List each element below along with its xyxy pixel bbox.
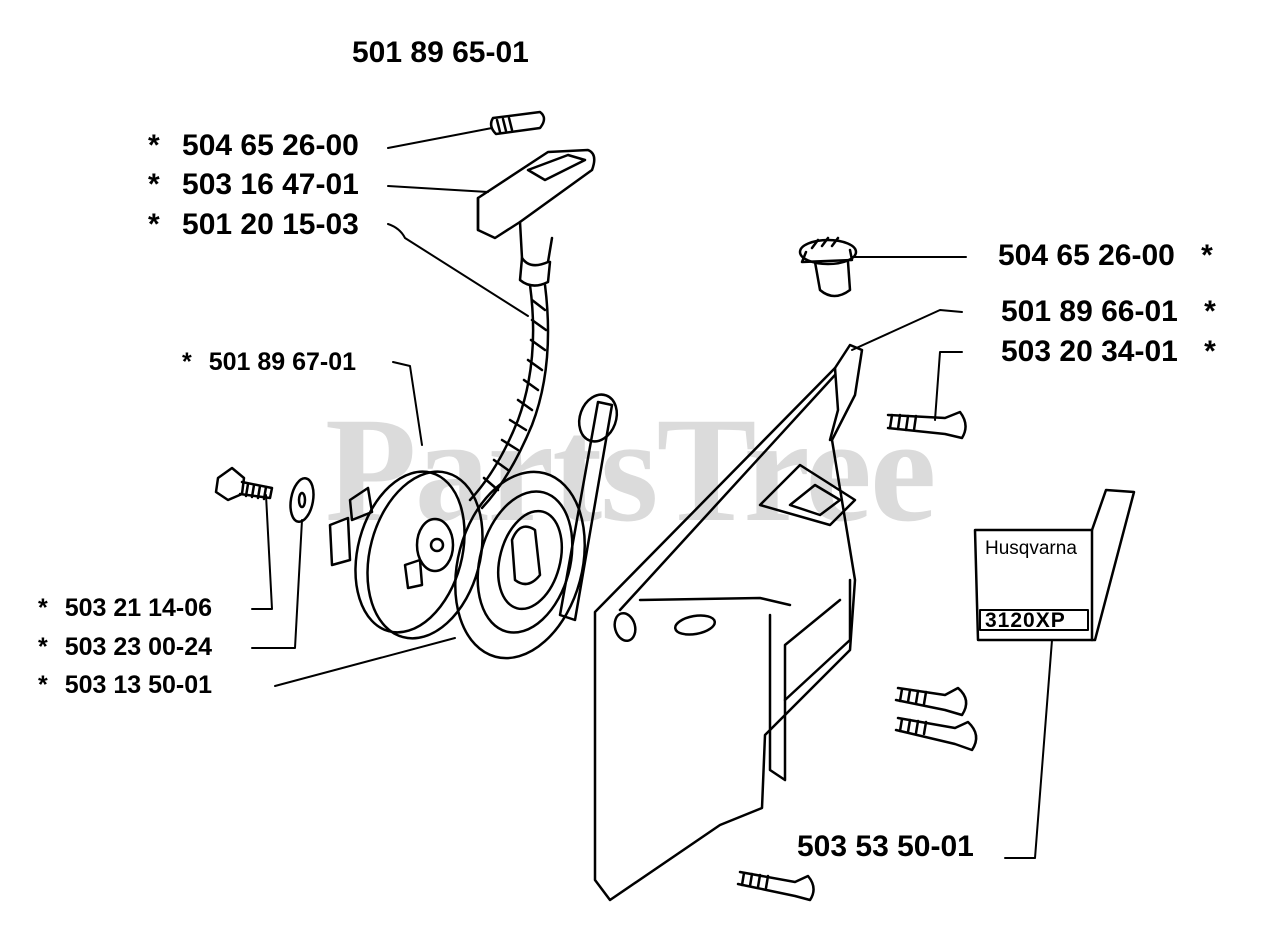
leader-washer: [251, 519, 303, 649]
leader-screw: [251, 494, 273, 610]
asterisk: *: [38, 671, 48, 699]
label-handle-insert: * 504 65 26-00: [148, 131, 359, 161]
washer-part: [289, 477, 315, 523]
leader-spring: [274, 637, 456, 687]
label-recoil-spring: * 503 13 50-01: [38, 673, 212, 698]
leader-starter-rope: [387, 223, 529, 317]
asterisk: *: [148, 208, 160, 241]
housing-screw-bottom: [736, 870, 815, 902]
part-number: 503 20 34-01: [1001, 335, 1178, 368]
leader-handle-insert: [387, 127, 493, 149]
leader-screw-right: [934, 351, 963, 421]
label-starter-rope: * 501 20 15-03: [148, 210, 359, 240]
rope-guide-part: [798, 236, 858, 298]
leader-pulley: [392, 361, 423, 446]
label-washer: * 503 23 00-24: [38, 635, 212, 660]
asterisk: *: [1201, 239, 1213, 272]
part-number: 501 89 66-01: [1001, 295, 1178, 328]
decal-model: 3120XP: [985, 609, 1066, 632]
part-number: 504 65 26-00: [182, 129, 359, 162]
label-screw-right: 503 20 34-01 *: [1001, 337, 1216, 367]
label-starter-pulley: * 501 89 67-01: [182, 350, 356, 375]
part-number: 503 16 47-01: [182, 168, 359, 201]
part-number: 503 23 00-24: [64, 633, 213, 661]
housing-screw-mid: [894, 686, 968, 717]
starter-rope-part: [468, 283, 550, 510]
label-starter-housing: 503 53 50-01: [797, 832, 974, 862]
leader-starter-handle: [387, 185, 489, 193]
asterisk: *: [1204, 295, 1216, 328]
handle-insert-part: [489, 110, 546, 136]
starter-pulley-part: [328, 470, 484, 640]
asterisk: *: [148, 168, 160, 201]
starter-housing-part: [593, 343, 864, 902]
part-number: 504 65 26-00: [998, 239, 1175, 272]
asterisk: *: [148, 129, 160, 162]
leader-lines: [251, 127, 1053, 859]
part-number: 501 89 67-01: [208, 348, 357, 376]
part-number: 503 21 14-06: [64, 594, 213, 622]
starter-handle-part: [476, 148, 596, 287]
screw-left-part: [214, 466, 274, 502]
housing-screw-top: [886, 410, 967, 440]
title-part-number: 501 89 65-01: [352, 36, 529, 69]
label-screw: * 503 21 14-06: [38, 596, 212, 621]
leader-bushing: [851, 309, 963, 351]
recoil-spring-part: [454, 393, 619, 660]
part-number: 501 20 15-03: [182, 208, 359, 241]
asterisk: *: [1204, 335, 1216, 368]
decal-brand: Husqvarna: [985, 538, 1077, 559]
leader-housing: [1004, 639, 1053, 859]
label-rope-guide: 504 65 26-00 *: [998, 241, 1213, 271]
part-number: 503 53 50-01: [797, 830, 974, 863]
asterisk: *: [38, 633, 48, 661]
part-number: 503 13 50-01: [64, 671, 213, 699]
decal-part: [973, 488, 1136, 642]
label-bushing: 501 89 66-01 *: [1001, 297, 1216, 327]
housing-screw-low: [894, 716, 978, 752]
asterisk: *: [182, 348, 192, 376]
asterisk: *: [38, 594, 48, 622]
label-starter-handle: * 503 16 47-01: [148, 170, 359, 200]
